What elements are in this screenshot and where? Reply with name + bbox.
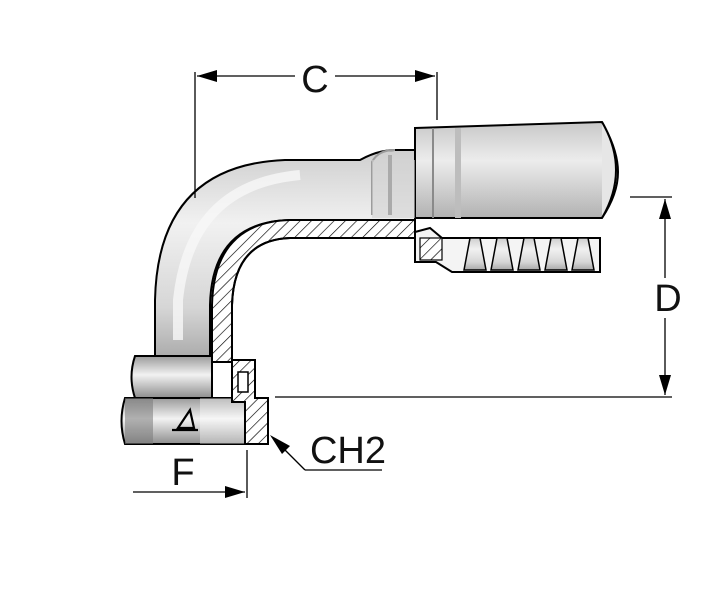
swivel-nut [120, 355, 269, 445]
dimension-ch2: CH2 [270, 430, 386, 472]
dimension-c-label: C [301, 59, 328, 101]
dimension-d-label: D [654, 278, 681, 320]
bent-tube [154, 149, 416, 363]
dimension-ch2-label: CH2 [310, 430, 386, 472]
ferrule-sleeve [414, 120, 620, 273]
dimension-d: D [275, 196, 682, 398]
dimension-c: C [194, 59, 438, 198]
dimension-f: F [133, 450, 248, 498]
dimension-f-label: F [171, 452, 194, 494]
brand-logo-icon [175, 407, 196, 430]
